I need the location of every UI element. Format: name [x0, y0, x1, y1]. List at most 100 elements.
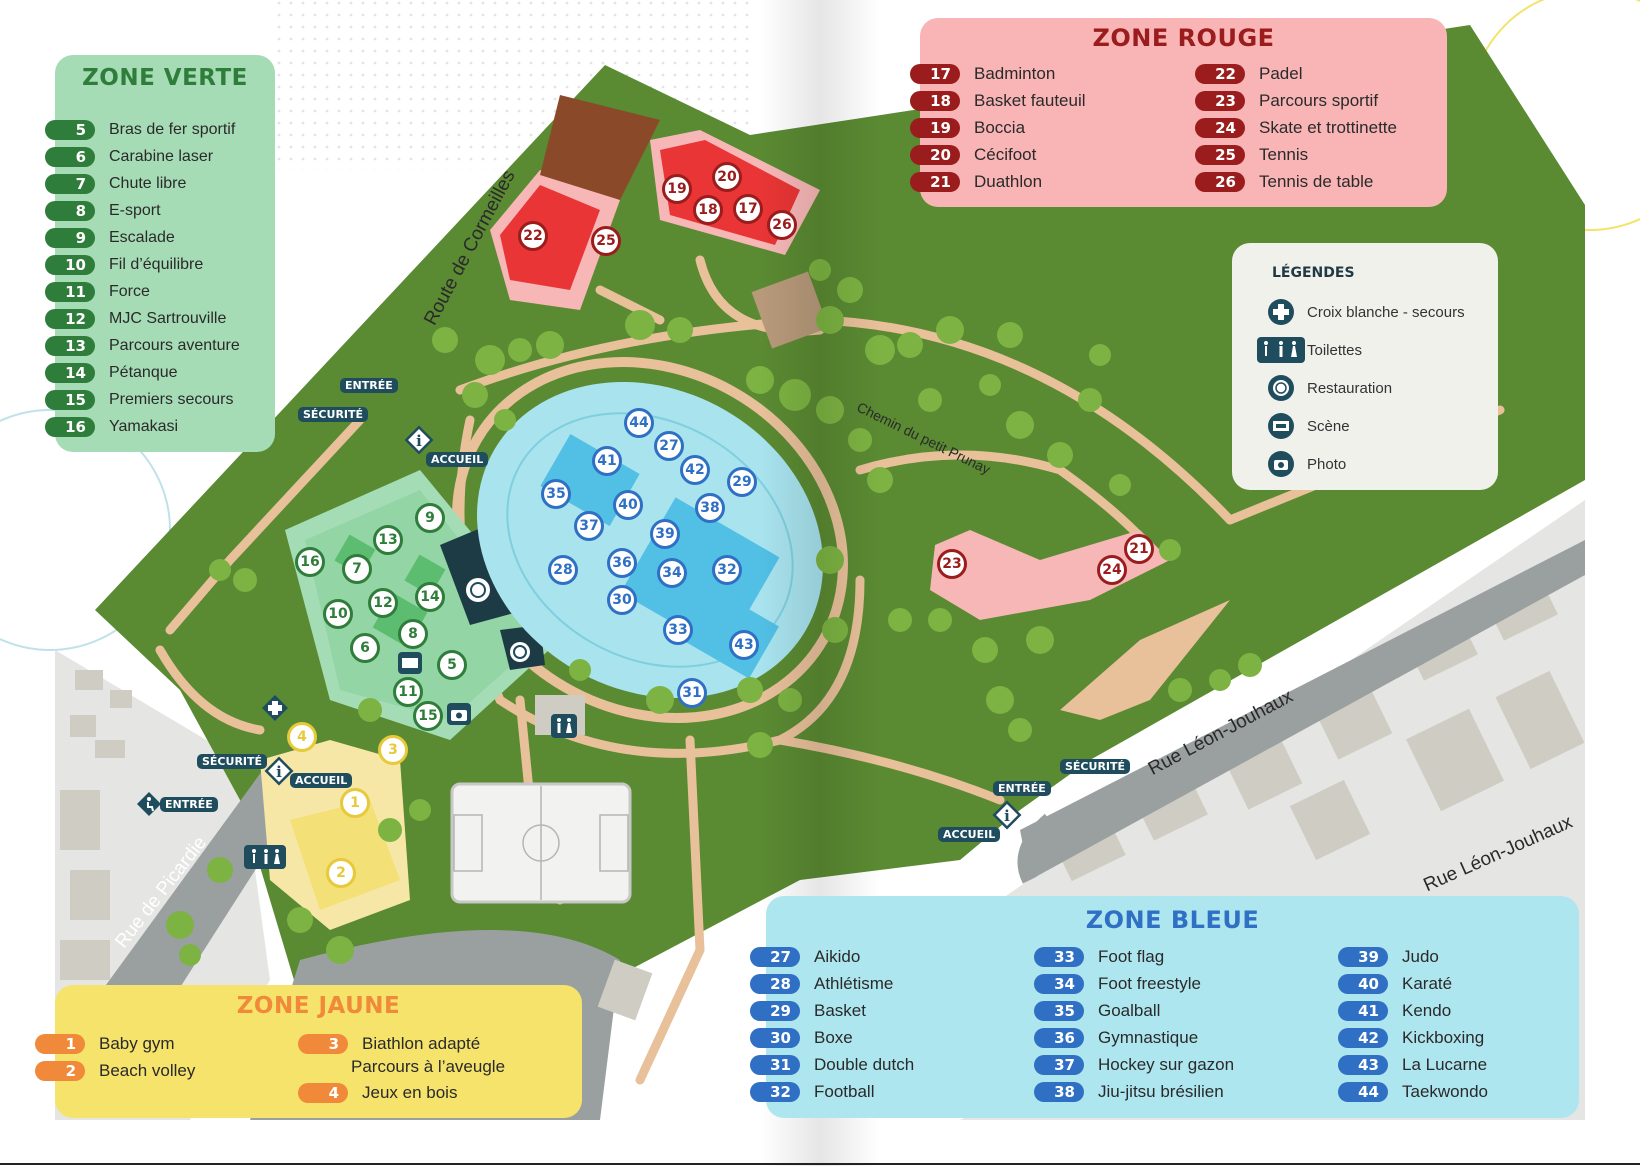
map-marker-24[interactable]: 24	[1097, 555, 1127, 585]
badge-entree-west[interactable]: ENTRÉE	[160, 797, 218, 812]
restaurant-icon[interactable]	[508, 640, 532, 664]
badge-accueil-west[interactable]: ACCUEIL	[290, 773, 353, 788]
map-marker-9[interactable]: 9	[415, 503, 445, 533]
map-marker-25[interactable]: 25	[591, 226, 621, 256]
map-marker-28[interactable]: 28	[548, 555, 578, 585]
badge-entree-north[interactable]: ENTRÉE	[340, 378, 398, 393]
map-marker-31[interactable]: 31	[677, 678, 707, 708]
map-marker-16[interactable]: 16	[295, 547, 325, 577]
map-marker-12[interactable]: 12	[368, 588, 398, 618]
map-marker-37[interactable]: 37	[574, 511, 604, 541]
map-marker-3[interactable]: 3	[378, 735, 408, 765]
map-marker-27[interactable]: 27	[654, 431, 684, 461]
map-marker-42[interactable]: 42	[680, 455, 710, 485]
badge-securite-north[interactable]: SÉCURITÉ	[298, 407, 369, 422]
map-marker-2[interactable]: 2	[326, 858, 356, 888]
map-marker-14[interactable]: 14	[415, 582, 445, 612]
map-marker-4[interactable]: 4	[287, 722, 317, 752]
stage-icon[interactable]	[398, 652, 422, 674]
map-marker-26[interactable]: 26	[767, 210, 797, 240]
badge-entree-east[interactable]: ENTRÉE	[993, 781, 1051, 796]
map-marker-33[interactable]: 33	[663, 615, 693, 645]
map-marker-40[interactable]: 40	[613, 490, 643, 520]
map-marker-44[interactable]: 44	[624, 408, 654, 438]
toilets-icon[interactable]	[551, 714, 577, 738]
map-marker-1[interactable]: 1	[340, 788, 370, 818]
map-marker-23[interactable]: 23	[937, 549, 967, 579]
map-marker-35[interactable]: 35	[541, 479, 571, 509]
map-marker-19[interactable]: 19	[662, 174, 692, 204]
wheelchair-icon[interactable]	[136, 791, 162, 817]
map-marker-8[interactable]: 8	[398, 619, 428, 649]
map-marker-41[interactable]: 41	[592, 446, 622, 476]
first-aid-cross-icon[interactable]	[261, 694, 289, 722]
badge-accueil-east[interactable]: ACCUEIL	[938, 827, 1001, 842]
map-marker-13[interactable]: 13	[373, 525, 403, 555]
map-marker-39[interactable]: 39	[650, 519, 680, 549]
map-marker-11[interactable]: 11	[393, 677, 423, 707]
camera-icon[interactable]	[447, 703, 471, 725]
toilets-icon[interactable]	[244, 845, 286, 869]
map-marker-17[interactable]: 17	[733, 194, 763, 224]
map-marker-18[interactable]: 18	[693, 195, 723, 225]
map-marker-36[interactable]: 36	[607, 548, 637, 578]
map-marker-7[interactable]: 7	[342, 554, 372, 584]
map-marker-22[interactable]: 22	[518, 221, 548, 251]
map-marker-34[interactable]: 34	[657, 558, 687, 588]
badge-securite-west[interactable]: SÉCURITÉ	[197, 754, 268, 769]
map-marker-6[interactable]: 6	[350, 633, 380, 663]
map-marker-21[interactable]: 21	[1124, 534, 1154, 564]
map-marker-29[interactable]: 29	[727, 467, 757, 497]
map-marker-38[interactable]: 38	[695, 493, 725, 523]
map-marker-30[interactable]: 30	[607, 585, 637, 615]
badge-securite-east[interactable]: SÉCURITÉ	[1060, 759, 1131, 774]
info-icon[interactable]: i	[992, 800, 1022, 830]
map-marker-43[interactable]: 43	[729, 630, 759, 660]
badge-accueil-north[interactable]: ACCUEIL	[426, 452, 489, 467]
restaurant-icon[interactable]	[464, 576, 492, 604]
info-icon[interactable]: i	[264, 756, 294, 786]
